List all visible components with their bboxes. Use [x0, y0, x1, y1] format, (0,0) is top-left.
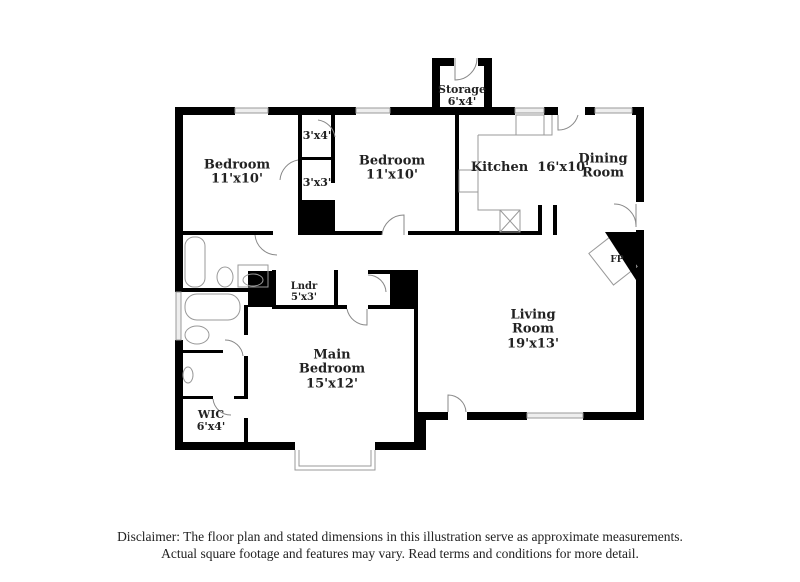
- room-label-bedroom-2: Bedroom 11'x10': [203, 157, 271, 188]
- room-label-wic: WIC 6'x4': [196, 407, 226, 433]
- room-name-dims: Kitchen 16'x10': [470, 159, 590, 175]
- room-name: WIC: [197, 407, 225, 421]
- room-name: Dining: [578, 151, 628, 167]
- room-name-2: Room: [582, 166, 624, 181]
- room-dims: 11'x10': [211, 172, 263, 187]
- room-dims: 6'x4': [196, 420, 226, 433]
- room-dims: 16'x10': [537, 159, 590, 175]
- room-dims: 6'x4': [447, 95, 477, 108]
- room-name: Main: [313, 347, 351, 363]
- room-label-closet-b: 3'x3': [302, 175, 332, 189]
- room-dims: 11'x10': [366, 168, 418, 183]
- disclaimer-line-2: Actual square footage and features may v…: [161, 546, 639, 561]
- room-name: Kitchen: [470, 159, 529, 175]
- room-label-closet-a: 3'x4': [302, 128, 332, 142]
- room-dims: 5'x3': [290, 292, 317, 303]
- room-name-2: Bedroom: [298, 361, 366, 377]
- room-label-dining: Dining Room: [578, 151, 628, 182]
- windows: [175, 107, 633, 471]
- room-label-kitchen: Kitchen 16'x10': [470, 159, 590, 175]
- room-dims: 3'x3': [302, 175, 332, 189]
- fireplace-hearth: [605, 232, 636, 280]
- room-name: FP: [610, 255, 624, 266]
- room-dims: 15'x12': [306, 376, 358, 392]
- door-swings: [212, 57, 637, 416]
- room-name: Storage: [438, 82, 486, 96]
- room-dims: 19'x13': [507, 336, 559, 352]
- room-label-living: Living Room 19'x13': [507, 307, 559, 352]
- room-name-2: Room: [512, 321, 554, 337]
- disclaimer: Disclaimer: The floor plan and stated di…: [0, 528, 800, 562]
- room-label-bedroom-3: Bedroom 11'x10': [358, 153, 426, 184]
- disclaimer-line-1: Disclaimer: The floor plan and stated di…: [117, 529, 683, 544]
- room-label-main-bedroom: Main Bedroom 15'x12': [298, 347, 366, 392]
- room-label-storage: Storage 6'x4': [438, 82, 486, 108]
- room-name: Bedroom: [358, 153, 426, 169]
- room-label-laundry: Lndr 5'x3': [291, 281, 318, 303]
- room-label-fireplace: FP: [610, 255, 624, 266]
- room-name: Bedroom: [203, 157, 271, 173]
- room-name: Lndr: [290, 281, 318, 292]
- room-name: Living: [510, 307, 556, 323]
- exterior-walls: [175, 58, 644, 450]
- interior-walls: [183, 115, 557, 450]
- room-dims: 3'x4': [302, 128, 332, 142]
